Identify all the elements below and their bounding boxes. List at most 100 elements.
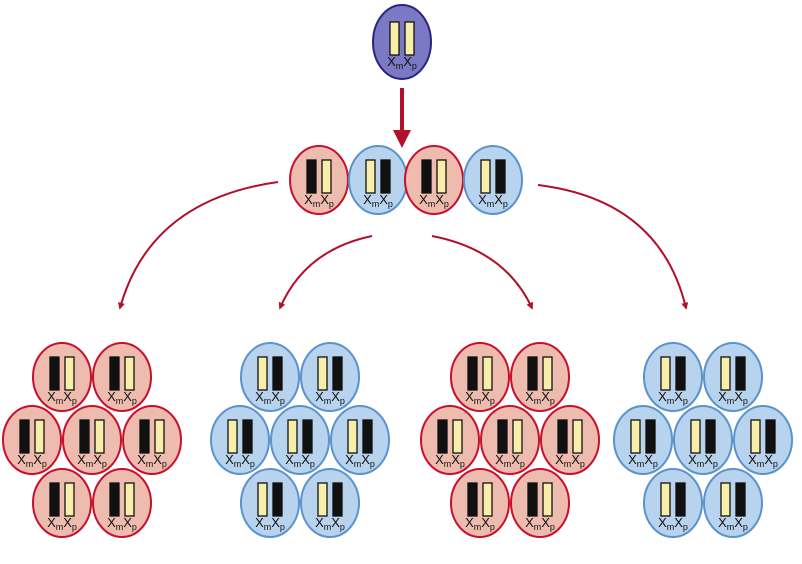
inactive-x-chromosome bbox=[272, 356, 283, 391]
genotype-label: XmXp bbox=[285, 452, 315, 469]
genotype-label: XmXp bbox=[363, 192, 393, 209]
blastomere-cell-3: XmXp bbox=[404, 145, 464, 215]
genotype-label: XmXp bbox=[688, 452, 718, 469]
clone-1-cell-7: XmXp bbox=[92, 468, 152, 538]
active-x-chromosome bbox=[287, 419, 298, 454]
cell-body bbox=[62, 405, 122, 475]
inactive-x-chromosome bbox=[735, 356, 746, 391]
cell-body bbox=[210, 405, 270, 475]
active-x-chromosome bbox=[572, 419, 583, 454]
cell-body bbox=[673, 405, 733, 475]
inactive-x-chromosome bbox=[19, 419, 30, 454]
active-x-chromosome bbox=[365, 159, 376, 194]
genotype-label: XmXp bbox=[718, 389, 748, 406]
active-x-chromosome bbox=[94, 419, 105, 454]
genotype-label: XmXp bbox=[304, 192, 334, 209]
clone-4-cell-2: XmXp bbox=[703, 342, 763, 412]
clone-3-cell-2: XmXp bbox=[510, 342, 570, 412]
active-x-chromosome bbox=[347, 419, 358, 454]
cell-body bbox=[2, 405, 62, 475]
inactive-x-chromosome bbox=[332, 356, 343, 391]
clone-3-cell-5: XmXp bbox=[540, 405, 600, 475]
cell-body bbox=[703, 468, 763, 538]
clone-4-cell-6: XmXp bbox=[643, 468, 703, 538]
cell-body bbox=[450, 468, 510, 538]
inactive-x-chromosome bbox=[109, 356, 120, 391]
active-x-chromosome bbox=[389, 21, 400, 56]
arrow-to-clone-1 bbox=[118, 181, 279, 310]
cell-body bbox=[643, 342, 703, 412]
inactive-x-chromosome bbox=[306, 159, 317, 194]
inactive-x-chromosome bbox=[467, 482, 478, 517]
genotype-label: XmXp bbox=[628, 452, 658, 469]
genotype-label: XmXp bbox=[17, 452, 47, 469]
active-x-chromosome bbox=[317, 356, 328, 391]
genotype-label: XmXp bbox=[47, 515, 77, 532]
clone-4-cell-3: XmXp bbox=[613, 405, 673, 475]
clone-4-cell-5: XmXp bbox=[733, 405, 793, 475]
arrow-to-clone-2 bbox=[278, 235, 373, 310]
inactive-x-chromosome bbox=[421, 159, 432, 194]
active-x-chromosome bbox=[257, 356, 268, 391]
clone-2-cell-3: XmXp bbox=[210, 405, 270, 475]
active-x-chromosome bbox=[482, 482, 493, 517]
active-x-chromosome bbox=[64, 356, 75, 391]
cell-body bbox=[540, 405, 600, 475]
active-x-chromosome bbox=[480, 159, 491, 194]
inactive-x-chromosome bbox=[109, 482, 120, 517]
genotype-label: XmXp bbox=[107, 389, 137, 406]
genotype-label: XmXp bbox=[658, 515, 688, 532]
active-x-chromosome bbox=[720, 482, 731, 517]
active-x-chromosome bbox=[124, 356, 135, 391]
clone-2-cell-6: XmXp bbox=[240, 468, 300, 538]
inactive-x-chromosome bbox=[675, 356, 686, 391]
inactive-x-chromosome bbox=[380, 159, 391, 194]
genotype-label: XmXp bbox=[435, 452, 465, 469]
genotype-label: XmXp bbox=[419, 192, 449, 209]
genotype-label: XmXp bbox=[387, 54, 417, 71]
active-x-chromosome bbox=[154, 419, 165, 454]
cell-body bbox=[330, 405, 390, 475]
active-x-chromosome bbox=[34, 419, 45, 454]
cell-body bbox=[372, 4, 432, 80]
inactive-x-chromosome bbox=[527, 356, 538, 391]
clone-2-cell-2: XmXp bbox=[300, 342, 360, 412]
clone-3-cell-3: XmXp bbox=[420, 405, 480, 475]
cell-body bbox=[300, 468, 360, 538]
blastomere-cell-2: XmXp bbox=[348, 145, 408, 215]
genotype-label: XmXp bbox=[495, 452, 525, 469]
genotype-label: XmXp bbox=[255, 389, 285, 406]
genotype-label: XmXp bbox=[748, 452, 778, 469]
genotype-label: XmXp bbox=[225, 452, 255, 469]
active-x-chromosome bbox=[321, 159, 332, 194]
zygote-cell: XmXp bbox=[372, 4, 432, 80]
genotype-label: XmXp bbox=[345, 452, 375, 469]
genotype-label: XmXp bbox=[478, 192, 508, 209]
inactive-x-chromosome bbox=[705, 419, 716, 454]
clone-3-cell-6: XmXp bbox=[450, 468, 510, 538]
cell-body bbox=[643, 468, 703, 538]
genotype-label: XmXp bbox=[47, 389, 77, 406]
clone-1-cell-3: XmXp bbox=[2, 405, 62, 475]
cell-body bbox=[270, 405, 330, 475]
active-x-chromosome bbox=[542, 482, 553, 517]
inactive-x-chromosome bbox=[497, 419, 508, 454]
inactive-x-chromosome bbox=[495, 159, 506, 194]
active-x-chromosome bbox=[482, 356, 493, 391]
cell-body bbox=[510, 342, 570, 412]
cell-body bbox=[240, 342, 300, 412]
active-x-chromosome bbox=[257, 482, 268, 517]
cell-body bbox=[92, 468, 152, 538]
cell-body bbox=[733, 405, 793, 475]
cell-body bbox=[450, 342, 510, 412]
clone-4-cell-1: XmXp bbox=[643, 342, 703, 412]
clone-2-cell-7: XmXp bbox=[300, 468, 360, 538]
genotype-label: XmXp bbox=[255, 515, 285, 532]
genotype-label: XmXp bbox=[315, 515, 345, 532]
genotype-label: XmXp bbox=[555, 452, 585, 469]
clone-2-cell-5: XmXp bbox=[330, 405, 390, 475]
inactive-x-chromosome bbox=[437, 419, 448, 454]
active-x-chromosome bbox=[660, 356, 671, 391]
